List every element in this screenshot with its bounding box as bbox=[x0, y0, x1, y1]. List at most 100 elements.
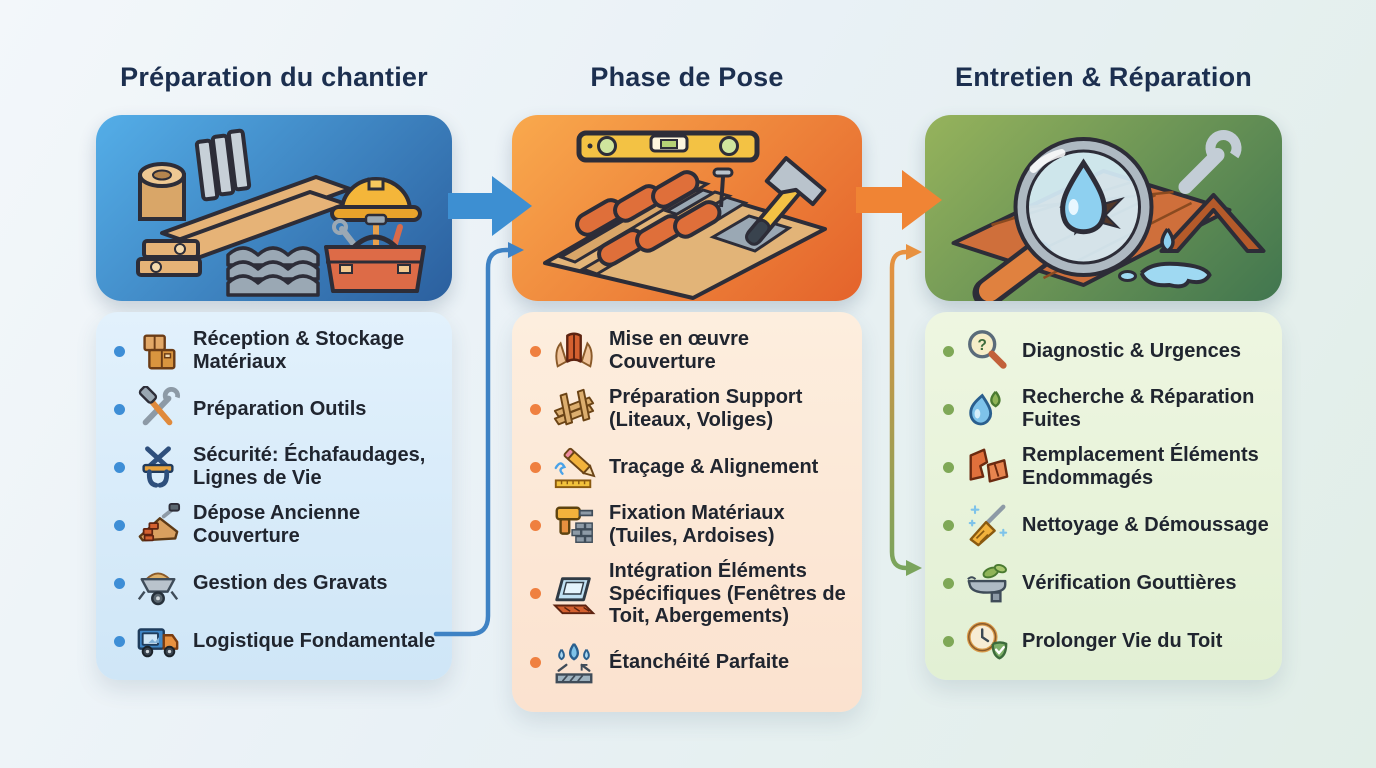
item-label: Recherche & Réparation Fuites bbox=[1022, 386, 1255, 431]
entretien-list-card: ? Diagnostic & Urgences Recherche & Répa… bbox=[925, 312, 1282, 680]
list-item: Sécurité: Échafaudages, Lignes de Vie bbox=[114, 444, 440, 490]
water-drop-icon bbox=[1160, 227, 1175, 254]
bullet-dot bbox=[114, 635, 125, 647]
materials-and-toolbox-illustration bbox=[136, 128, 426, 297]
boxes-icon bbox=[135, 328, 181, 374]
toolbox-icon bbox=[324, 234, 426, 293]
item-label: Vérification Gouttières bbox=[1022, 571, 1237, 594]
column-preparation: Préparation du chantier bbox=[96, 0, 452, 768]
item-label: Traçage & Alignement bbox=[609, 455, 819, 478]
list-item: Gestion des Gravats bbox=[114, 560, 440, 606]
bullet-dot bbox=[114, 577, 125, 589]
list-item: Prolonger Vie du Toit bbox=[943, 618, 1270, 664]
bullet-dot bbox=[114, 345, 125, 357]
pose-list-card: Mise en œuvre Couverture Préparation Sup… bbox=[512, 312, 862, 712]
bullet-dot bbox=[943, 519, 954, 531]
column-pose: Phase de Pose bbox=[512, 0, 862, 768]
list-item: Fixation Matériaux (Tuiles, Ardoises) bbox=[530, 502, 850, 548]
wrench-icon bbox=[1178, 130, 1242, 194]
bullet-dot bbox=[530, 345, 541, 357]
tracing-icon bbox=[551, 444, 597, 490]
item-label: Préparation Support (Liteaux, Voliges) bbox=[609, 386, 803, 431]
entretien-header-card bbox=[925, 115, 1282, 301]
item-label: Étanchéité Parfaite bbox=[609, 651, 790, 674]
bullet-dot bbox=[530, 403, 541, 415]
item-label: Remplacement Éléments Endommagés bbox=[1022, 444, 1259, 489]
skylight-icon bbox=[551, 571, 597, 617]
list-item: Remplacement Éléments Endommagés bbox=[943, 444, 1270, 490]
bullet-dot bbox=[530, 461, 541, 473]
item-label: Réception & Stockage Matériaux bbox=[193, 328, 405, 373]
list-item: Préparation Support (Liteaux, Voliges) bbox=[530, 386, 850, 432]
item-label: Fixation Matériaux (Tuiles, Ardoises) bbox=[609, 502, 785, 547]
item-label: Intégration Éléments Spécifiques (Fenêtr… bbox=[609, 560, 846, 628]
item-label: Diagnostic & Urgences bbox=[1022, 339, 1241, 362]
column-title-preparation: Préparation du chantier bbox=[120, 62, 428, 92]
list-item: Préparation Outils bbox=[114, 386, 440, 432]
roof-installation-illustration bbox=[543, 130, 827, 300]
arrow-pose-to-entretien bbox=[856, 170, 942, 230]
pose-header-card bbox=[512, 115, 862, 301]
list-item: Logistique Fondamentale bbox=[114, 618, 440, 664]
item-label: Sécurité: Échafaudages, Lignes de Vie bbox=[193, 444, 426, 489]
battens-icon bbox=[551, 386, 597, 432]
connector-logistique-to-pose bbox=[433, 242, 524, 637]
roof-removal-icon bbox=[135, 502, 181, 548]
wheelbarrow-icon bbox=[135, 560, 181, 606]
puddle-icon bbox=[1139, 261, 1212, 289]
list-item: Réception & Stockage Matériaux bbox=[114, 328, 440, 374]
column-entretien: Entretien & Réparation bbox=[925, 0, 1282, 768]
bullet-dot bbox=[114, 403, 125, 415]
list-item: Dépose Ancienne Couverture bbox=[114, 502, 440, 548]
preparation-header-card bbox=[96, 115, 452, 301]
item-label: Préparation Outils bbox=[193, 397, 367, 420]
svg-text:?: ? bbox=[978, 337, 987, 354]
bullet-dot bbox=[943, 577, 954, 589]
column-title-pose: Phase de Pose bbox=[590, 62, 784, 92]
arrow-preparation-to-pose bbox=[448, 176, 532, 236]
item-label: Nettoyage & Démoussage bbox=[1022, 513, 1269, 536]
tools-icon bbox=[135, 386, 181, 432]
bullet-dot bbox=[943, 635, 954, 647]
list-item: Traçage & Alignement bbox=[530, 444, 850, 490]
list-item: Étanchéité Parfaite bbox=[530, 640, 850, 686]
bullet-dot bbox=[530, 519, 541, 531]
gutter-icon bbox=[964, 560, 1010, 606]
bullet-dot bbox=[530, 657, 541, 669]
drill-icon bbox=[551, 502, 597, 548]
item-label: Logistique Fondamentale bbox=[193, 629, 436, 652]
list-item: ? Diagnostic & Urgences bbox=[943, 328, 1270, 374]
magnifier-question-icon: ? bbox=[964, 328, 1010, 374]
broom-icon bbox=[964, 502, 1010, 548]
roof-inspection-illustration bbox=[951, 130, 1266, 301]
bullet-dot bbox=[114, 461, 125, 473]
clock-shield-icon bbox=[964, 618, 1010, 664]
hammer-icon bbox=[745, 156, 827, 246]
truck-icon bbox=[135, 618, 181, 664]
safety-harness-icon bbox=[135, 444, 181, 490]
preparation-list-card: Réception & Stockage Matériaux Préparati… bbox=[96, 312, 452, 680]
column-title-entretien: Entretien & Réparation bbox=[955, 62, 1252, 92]
list-item: Vérification Gouttières bbox=[943, 560, 1270, 606]
list-item: Nettoyage & Démoussage bbox=[943, 502, 1270, 548]
waterproofing-icon bbox=[551, 640, 597, 686]
magnifier-icon bbox=[972, 137, 1154, 301]
connector-pose-to-entretien-items bbox=[889, 244, 922, 576]
spirit-level-icon bbox=[576, 130, 760, 163]
item-label: Gestion des Gravats bbox=[193, 571, 388, 594]
tile-hands-icon bbox=[551, 328, 597, 374]
list-item: Mise en œuvre Couverture bbox=[530, 328, 850, 374]
bullet-dot bbox=[943, 345, 954, 357]
list-item: Recherche & Réparation Fuites bbox=[943, 386, 1270, 432]
broken-tiles-icon bbox=[964, 444, 1010, 490]
bullet-dot bbox=[114, 519, 125, 531]
preparation-items: Réception & Stockage Matériaux Préparati… bbox=[114, 328, 440, 664]
list-item: Intégration Éléments Spécifiques (Fenêtr… bbox=[530, 560, 850, 628]
item-label: Prolonger Vie du Toit bbox=[1022, 629, 1223, 652]
bullet-dot bbox=[530, 588, 541, 600]
entretien-items: ? Diagnostic & Urgences Recherche & Répa… bbox=[943, 328, 1270, 664]
leak-drops-icon bbox=[964, 386, 1010, 432]
bullet-dot bbox=[943, 461, 954, 473]
item-label: Dépose Ancienne Couverture bbox=[193, 502, 361, 547]
